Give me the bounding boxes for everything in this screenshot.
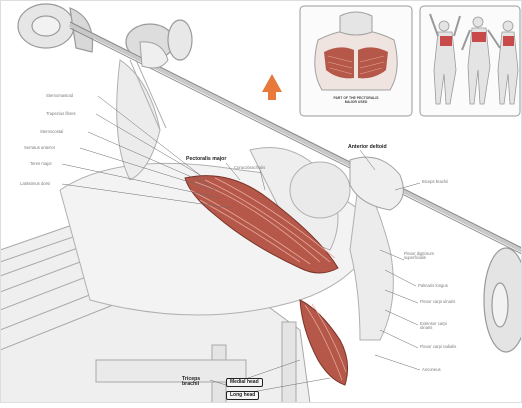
barbell-plate-left — [18, 4, 192, 60]
label-extensor-carpi-ulnaris: Extensor carpi ulnaris — [420, 322, 460, 330]
label-flexor-digitorum: Flexor digitorum superficialis — [404, 252, 448, 260]
label-palmaris-longus: Palmaris longus — [418, 284, 448, 288]
arrow-up-icon — [262, 74, 282, 100]
inset-caption: PART OF THE PECTORALIS MAJOR USED — [312, 96, 400, 105]
label-latissimus-dorsi: Latissimus dorsi — [20, 182, 50, 186]
label-biceps-brachii: Biceps brachii — [422, 180, 448, 184]
label-anconeus: Anconeus — [422, 368, 441, 372]
label-trapezius-fibres: Trapezius fibres — [46, 112, 76, 116]
label-teres-major: Teres major — [30, 162, 52, 166]
label-coracobrachialis: Coracobrachialis — [234, 166, 265, 170]
label-anterior-deltoid: Anterior deltoid — [348, 145, 387, 150]
triceps-muscle — [300, 300, 348, 385]
label-triceps-brachii: Triceps brachii — [182, 377, 210, 387]
inset-figures — [420, 6, 520, 116]
label-serratus-anterior: Serratus anterior — [24, 146, 55, 150]
label-long-head: Long head — [226, 391, 259, 400]
label-sternomastoid: Sternomastoid — [46, 94, 73, 98]
barbell-plate-right — [484, 248, 522, 352]
label-pectoralis-major: Pectoralis major — [186, 157, 226, 162]
label-sternocostal: Sternocostal — [40, 130, 63, 134]
label-flexor-carpi-radialis: Flexor carpi radialis — [420, 345, 460, 349]
label-medial-head: Medial head — [226, 378, 263, 387]
label-flexor-carpi-ulnaris: Flexor carpi ulnaris — [420, 300, 456, 304]
